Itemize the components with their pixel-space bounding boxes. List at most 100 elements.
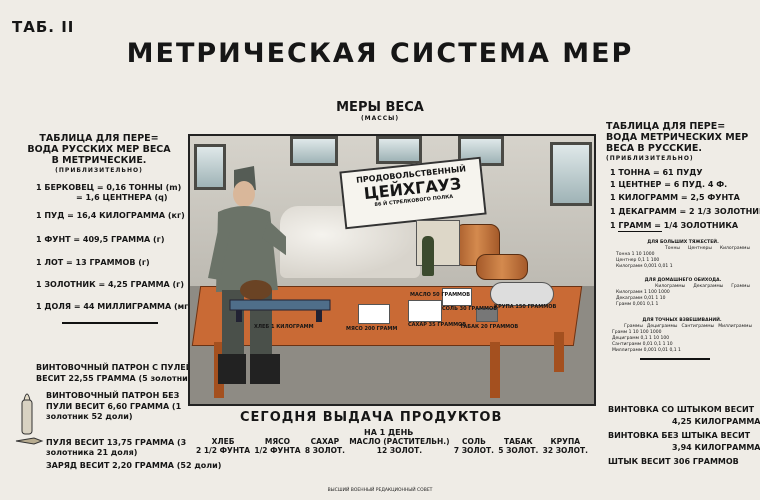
sugar-item [408, 300, 442, 322]
window [376, 136, 422, 164]
left-row: 1 БЕРКОВЕЦ = 0,16 ТОННЫ (m) [36, 183, 182, 192]
conversion-table-3: ДЛЯ ТОЧНЫХ ВЗВЕШИВАНИЙ. Граммы Дециграмм… [612, 318, 752, 354]
table-row: Тонна 1 10 1000 [616, 252, 655, 258]
rifle-line: ВИНТОВКА СО ШТЫКОМ ВЕСИТ [608, 405, 755, 414]
table-header-cell: Дециграммы [646, 324, 678, 330]
soldier-figure [208, 166, 286, 384]
scales-icon [229, 280, 331, 322]
left-heading-line: ВОДА РУССКИХ МЕР ВЕСА [27, 144, 171, 156]
rifle-line: ВИНТОВКА БЕЗ ШТЫКА ВЕСИТ [608, 431, 751, 440]
right-row: 1 ДЕКАГРАММ = 2 1/3 ЗОЛОТНИКА [610, 207, 760, 216]
food-qty: 2 1/2 ФУНТА [196, 446, 251, 455]
table-header: Тонны Центнеры Килограммы [616, 246, 750, 252]
table-header-cell: Декаграммы [693, 284, 724, 290]
left-row: = 1,6 ЦЕНТНЕРА (q) [76, 193, 168, 202]
food-item: МАСЛО (РАСТИТЕЛЬН.)12 ЗОЛОТ. [349, 437, 449, 455]
grain-item [490, 282, 554, 306]
rifle-line: 3,94 КИЛОГРАММА [672, 443, 760, 452]
salt-item [442, 288, 472, 306]
table-row: Дециграмм 0,1 1 10 100 [612, 336, 670, 342]
section-title: МЕРЫ ВЕСА (МАССЫ) [290, 100, 470, 122]
distribution-heading: СЕГОДНЯ ВЫДАЧА ПРОДУКТОВ [240, 410, 503, 425]
left-row: 1 ЛОТ = 13 ГРАММОВ (г) [36, 258, 150, 267]
cartridge-icon [15, 393, 44, 445]
table-header-cell: Килограммы [719, 246, 750, 252]
table-title: ДЛЯ БОЛЬШИХ ТЯЖЕСТЕЙ. [647, 240, 719, 245]
section-title-main: МЕРЫ ВЕСА [336, 100, 424, 115]
section-title-sub: (МАССЫ) [360, 115, 400, 123]
table-header-cell: Сантиграммы [681, 324, 715, 330]
left-heading-line: В МЕТРИЧЕСКИЕ. [51, 155, 147, 167]
food-qty: 7 ЗОЛОТ. [453, 446, 494, 455]
tobacco-item [476, 308, 498, 322]
table-header-cell: Килограммы [655, 284, 686, 290]
bottle [422, 236, 434, 276]
table-row: Килограмм 0,001 0,01 1 [616, 264, 673, 270]
item-label: МАСЛО 50 ГРАММОВ [410, 292, 471, 298]
left-heading-line: ТАБЛИЦА ДЛЯ ПЕРЕ= [39, 133, 159, 144]
window [290, 136, 338, 166]
right-divider [640, 358, 710, 360]
window [550, 142, 592, 206]
food-name: СОЛЬ [462, 437, 486, 446]
food-qty: 32 ЗОЛОТ. [542, 446, 588, 455]
table-header-cell: Миллиграммы [718, 324, 752, 330]
table-header: Граммы Дециграммы Сантиграммы Миллиграмм… [612, 324, 752, 330]
table-title: ДЛЯ ДОМАШНЕГО ОБИХОДА. [644, 278, 722, 283]
table-row: Грамм 0,001 0,1 1 [616, 302, 659, 308]
table-header-cell: Граммы [624, 324, 643, 330]
food-name: САХАР [310, 437, 340, 446]
table-row: Сантиграмм 0,01 0,1 1 10 [612, 342, 673, 348]
food-name: МЯСО [264, 437, 290, 446]
right-heading-line: ТАБЛИЦА ДЛЯ ПЕРЕ= [606, 121, 726, 132]
window [194, 144, 226, 190]
table-row: Декаграмм 0,01 1 10 [616, 296, 666, 302]
item-label: ХЛЕБ 1 КИЛОГРАММ [254, 324, 314, 330]
item-label: КРУПА 150 ГРАММОВ [494, 304, 557, 310]
food-name: КРУПА [550, 437, 581, 446]
food-name: ТАБАК [504, 437, 533, 446]
right-note: (ПРИБЛИЗИТЕЛЬНО) [606, 154, 694, 162]
table-row: Грамм 1 10 100 1000 [612, 330, 662, 336]
table-number: ТАБ. II [12, 18, 75, 36]
table-header-cell: Центнеры [687, 246, 712, 252]
left-row: 1 ЗОЛОТНИК = 4,25 ГРАММА (г) [36, 280, 185, 289]
table-title: ДЛЯ ТОЧНЫХ ВЗВЕШИВАНИЙ. [642, 318, 722, 323]
rifle-line: 4,25 КИЛОГРАММА [672, 417, 760, 426]
table-row: Килограмм 1 100 1000 [616, 290, 670, 296]
table-leg [554, 332, 564, 372]
food-qty: 1/2 ФУНТА [254, 446, 301, 455]
cartridge-line: ВЕСИТ 22,55 ГРАММА (5 золотников 27 доле… [36, 374, 253, 383]
rifle-line: ШТЫК ВЕСИТ 306 ГРАММОВ [608, 457, 739, 466]
cartridge-line: ПУЛЯ ВЕСИТ 13,75 ГРАММА (3 золотника 21 … [46, 438, 187, 457]
poster-title: МЕТРИЧЕСКАЯ СИСТЕМА МЕР [126, 38, 634, 69]
left-row: 1 ДОЛЯ = 44 МИЛЛИГРАММА (мг) [36, 302, 192, 311]
barrel [476, 254, 528, 280]
right-heading-line: ВЕСА В РУССКИЕ. [606, 143, 702, 155]
right-row: 1 ТОННА = 61 ПУДУ [610, 168, 703, 177]
left-note: (ПРИБЛИЗИТЕЛЬНО) [55, 166, 143, 174]
right-divider [618, 231, 662, 232]
food-qty: 8 ЗОЛОТ. [304, 446, 345, 455]
table-header-cell: Граммы [731, 284, 750, 290]
item-label: САХАР 35 ГРАММОВ [408, 322, 467, 328]
conversion-table-1: ДЛЯ БОЛЬШИХ ТЯЖЕСТЕЙ. Тонны Центнеры Кил… [616, 240, 750, 270]
meat-item [358, 304, 390, 324]
left-heading: ТАБЛИЦА ДЛЯ ПЕРЕ= ВОДА РУССКИХ МЕР ВЕСА … [14, 133, 184, 174]
table-header-cell: Тонны [665, 246, 680, 252]
cartridge-line: ВИНТОВОЧНЫЙ ПАТРОН С ПУЛЕЙ [36, 363, 193, 372]
left-row: 1 ПУД = 16,4 КИЛОГРАММА (кг) [36, 211, 185, 220]
distribution-day: НА 1 ДЕНЬ [364, 428, 414, 437]
right-row: 1 ГРАММ = 1/4 ЗОЛОТНИКА [610, 221, 739, 230]
right-row: 1 ЦЕНТНЕР = 6 ПУД. 4 Ф. [610, 180, 728, 189]
item-label: СОЛЬ 30 ГРАММОВ [442, 306, 498, 312]
left-divider [62, 322, 158, 324]
cartridge-line: ПУЛИ ВЕСИТ 6,60 ГРАММА (1 золотник 52 до… [46, 402, 182, 421]
